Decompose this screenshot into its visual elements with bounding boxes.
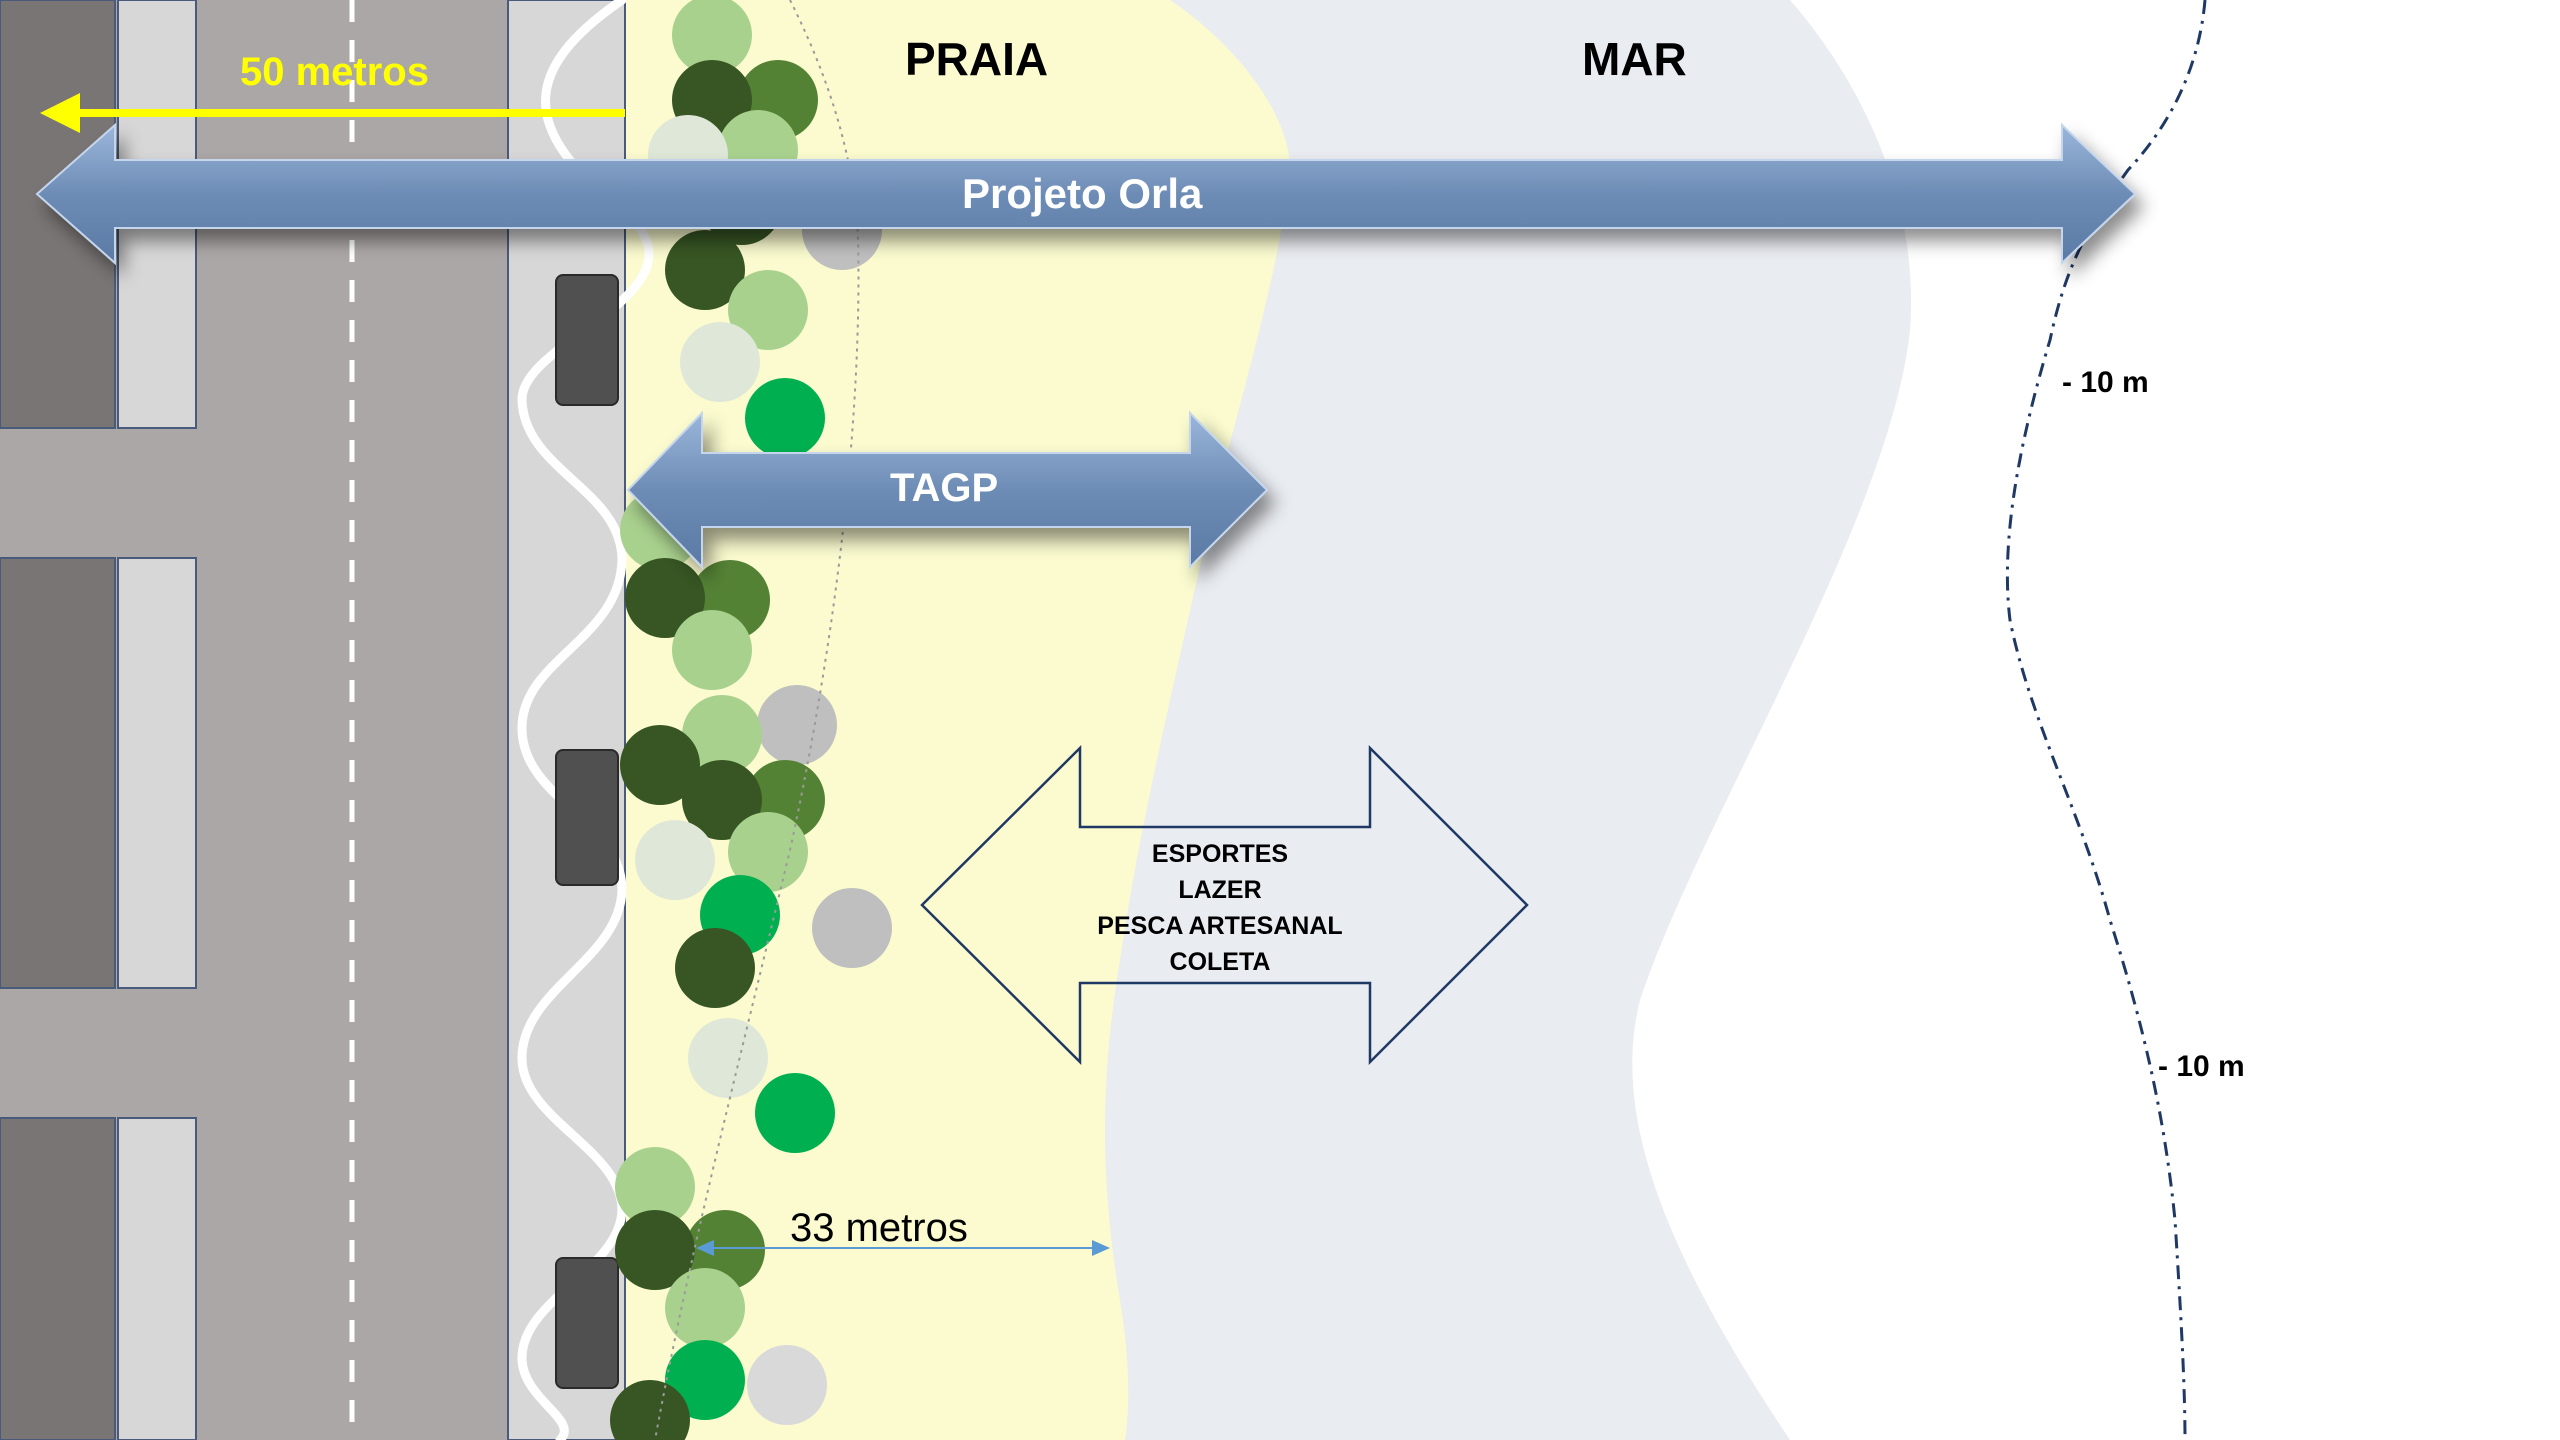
tree xyxy=(620,725,700,805)
tree xyxy=(688,1018,768,1098)
beach-use-item: PESCA ARTESANAL xyxy=(1097,912,1343,940)
tree xyxy=(728,270,808,350)
beach-uses-list: ESPORTES LAZER PESCA ARTESANAL COLETA xyxy=(1040,836,1400,980)
sidewalk-2 xyxy=(117,557,197,989)
tree xyxy=(625,558,705,638)
sidewalk-3 xyxy=(117,1117,197,1440)
sea-label: MAR xyxy=(1582,33,1687,85)
tree xyxy=(672,610,752,690)
beach-use-item: ESPORTES xyxy=(1151,840,1289,868)
tree xyxy=(615,1210,695,1290)
tree xyxy=(665,230,745,310)
tree xyxy=(745,378,825,458)
kiosk-1 xyxy=(555,274,619,406)
tree xyxy=(680,322,760,402)
kiosk-2 xyxy=(555,749,619,886)
tree xyxy=(610,1380,690,1440)
tree xyxy=(728,812,808,892)
tree xyxy=(615,1147,695,1227)
building-strip-2 xyxy=(0,557,116,989)
promenade xyxy=(507,0,626,1440)
thirty-three-meters-label: 33 metros xyxy=(790,1206,968,1250)
tagp-label: TAGP xyxy=(890,466,999,510)
beach-uses-arrow xyxy=(920,744,1529,1066)
tree xyxy=(682,695,762,775)
beach-use-item: LAZER xyxy=(1178,876,1262,904)
fifty-meter-arrow xyxy=(40,93,625,133)
depth-label-top: - 10 m xyxy=(2062,366,2149,399)
tree xyxy=(665,1340,745,1420)
tree xyxy=(747,1345,827,1425)
tree xyxy=(672,0,752,75)
open-sea-area xyxy=(1632,0,2560,1440)
kiosk-3 xyxy=(555,1257,619,1389)
building-strip-1 xyxy=(0,0,116,429)
tree xyxy=(812,888,892,968)
building-strip-3 xyxy=(0,1117,116,1440)
depth-label-bottom: - 10 m xyxy=(2158,1050,2245,1083)
projeto-orla-label: Projeto Orla xyxy=(962,170,1203,217)
tree xyxy=(665,1268,745,1348)
tree xyxy=(755,1073,835,1153)
fifty-meters-label: 50 metros xyxy=(240,50,429,94)
tagp-arrow xyxy=(626,410,1269,570)
beach-label: PRAIA xyxy=(905,33,1049,85)
bike-path xyxy=(517,0,654,1440)
projeto-orla-arrow xyxy=(35,122,2137,266)
tree xyxy=(757,685,837,765)
beach-use-item: COLETA xyxy=(1169,948,1271,976)
tree xyxy=(675,928,755,1008)
tree xyxy=(635,820,715,900)
tree xyxy=(682,760,762,840)
